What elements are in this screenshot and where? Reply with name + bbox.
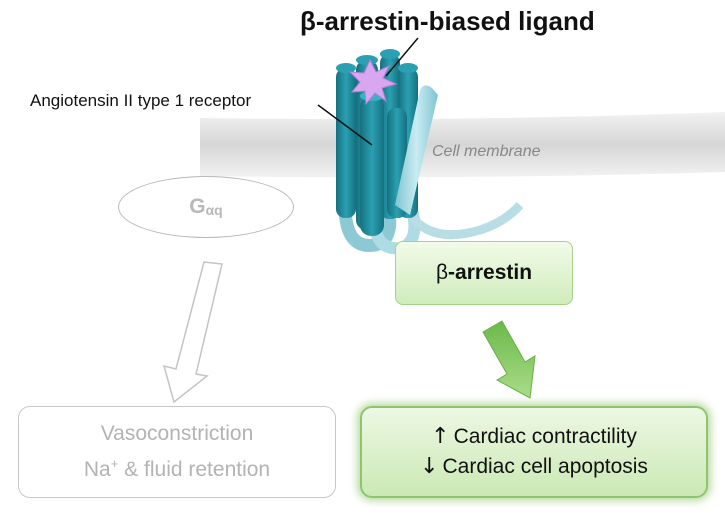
cardiac-line-2: ↓Cardiac cell apoptosis — [420, 452, 648, 482]
receptor-helices — [336, 49, 438, 236]
diagram-title: β-arrestin-biased ligand — [300, 6, 595, 37]
inactive-g-protein-arrow — [162, 261, 223, 404]
apoptosis-text: Cardiac cell apoptosis — [442, 455, 648, 478]
beta-arrestin-text: -arrestin — [448, 261, 533, 284]
vaso-line-2: Na+ & fluid retention — [84, 449, 270, 485]
g-protein-main: G — [189, 195, 206, 218]
down-arrow-icon: ↓ — [420, 454, 439, 479]
beta-arrestin-box: β-arrestin — [395, 241, 573, 305]
g-protein-subscript: αq — [205, 202, 223, 218]
membrane-label: Cell membrane — [432, 143, 541, 160]
receptor-label: Angiotensin II type 1 receptor — [30, 91, 252, 110]
active-arrestin-arrow — [482, 320, 536, 399]
na-text: Na — [83, 458, 111, 481]
vaso-line-1: Vasoconstriction — [100, 422, 254, 445]
fluid-retention-text: & fluid retention — [118, 458, 271, 481]
vasoconstriction-box: Vasoconstriction Na+ & fluid retention — [18, 406, 336, 498]
beta-symbol: β — [300, 6, 316, 36]
ligand-pointer-line — [385, 37, 419, 77]
up-arrow-icon: ↑ — [431, 424, 450, 449]
beta-arrestin-symbol: β — [435, 261, 449, 284]
contractility-text: Cardiac contractility — [453, 425, 637, 448]
cell-membrane — [200, 112, 725, 178]
ligand-burst — [348, 58, 398, 106]
title-text: -arrestin-biased ligand — [315, 6, 595, 36]
receptor-pointer-line — [317, 104, 373, 146]
na-superscript: + — [110, 456, 119, 471]
cardiac-effects-box: ↑Cardiac contractility ↓Cardiac cell apo… — [360, 406, 708, 498]
cardiac-line-1: ↑Cardiac contractility — [431, 422, 637, 452]
